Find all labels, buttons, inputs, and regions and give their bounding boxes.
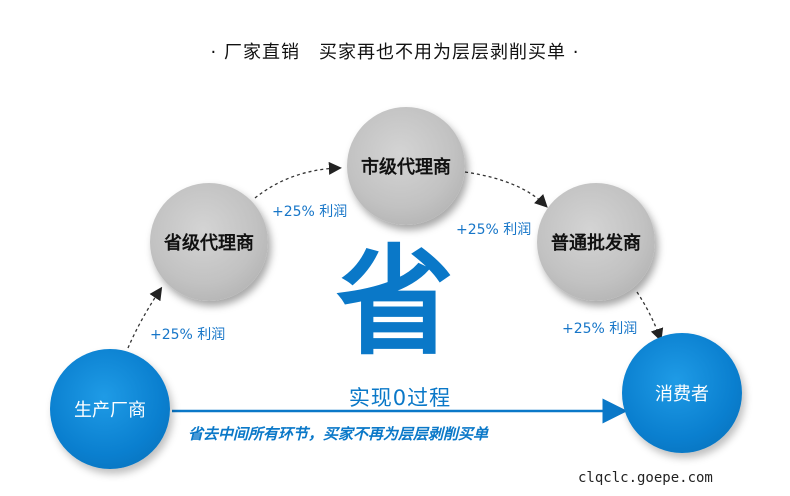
node-manufacturer: 生产厂商: [50, 349, 170, 469]
save-character: 省: [335, 233, 454, 371]
node-consumer: 消费者: [622, 333, 742, 453]
watermark-url: clqclc.goepe.com: [578, 470, 713, 486]
node-provincial-agent: 省级代理商: [150, 183, 268, 301]
arrow-city-to-wholesaler: [464, 171, 548, 208]
profit-label-4: +25% 利润: [562, 321, 638, 337]
slogan-text: 省去中间所有环节，买家不再为层层剥削买单: [188, 425, 489, 443]
profit-label-1: +25% 利润: [272, 204, 348, 220]
arrow-provincial-to-city: [254, 161, 342, 199]
header-text: · 厂家直销 买家再也不用为层层剥削买单 ·: [210, 42, 580, 63]
profit-label-3: +25% 利润: [150, 327, 226, 343]
arrow-manufacturer-to-provincial: [127, 286, 163, 349]
process-text: 实现0过程: [348, 386, 452, 410]
node-wholesaler: 普通批发商: [537, 183, 655, 301]
arrow-wholesaler-to-consumer: [636, 291, 664, 342]
profit-label-2: +25% 利润: [456, 222, 532, 238]
node-city-agent: 市级代理商: [347, 107, 465, 225]
